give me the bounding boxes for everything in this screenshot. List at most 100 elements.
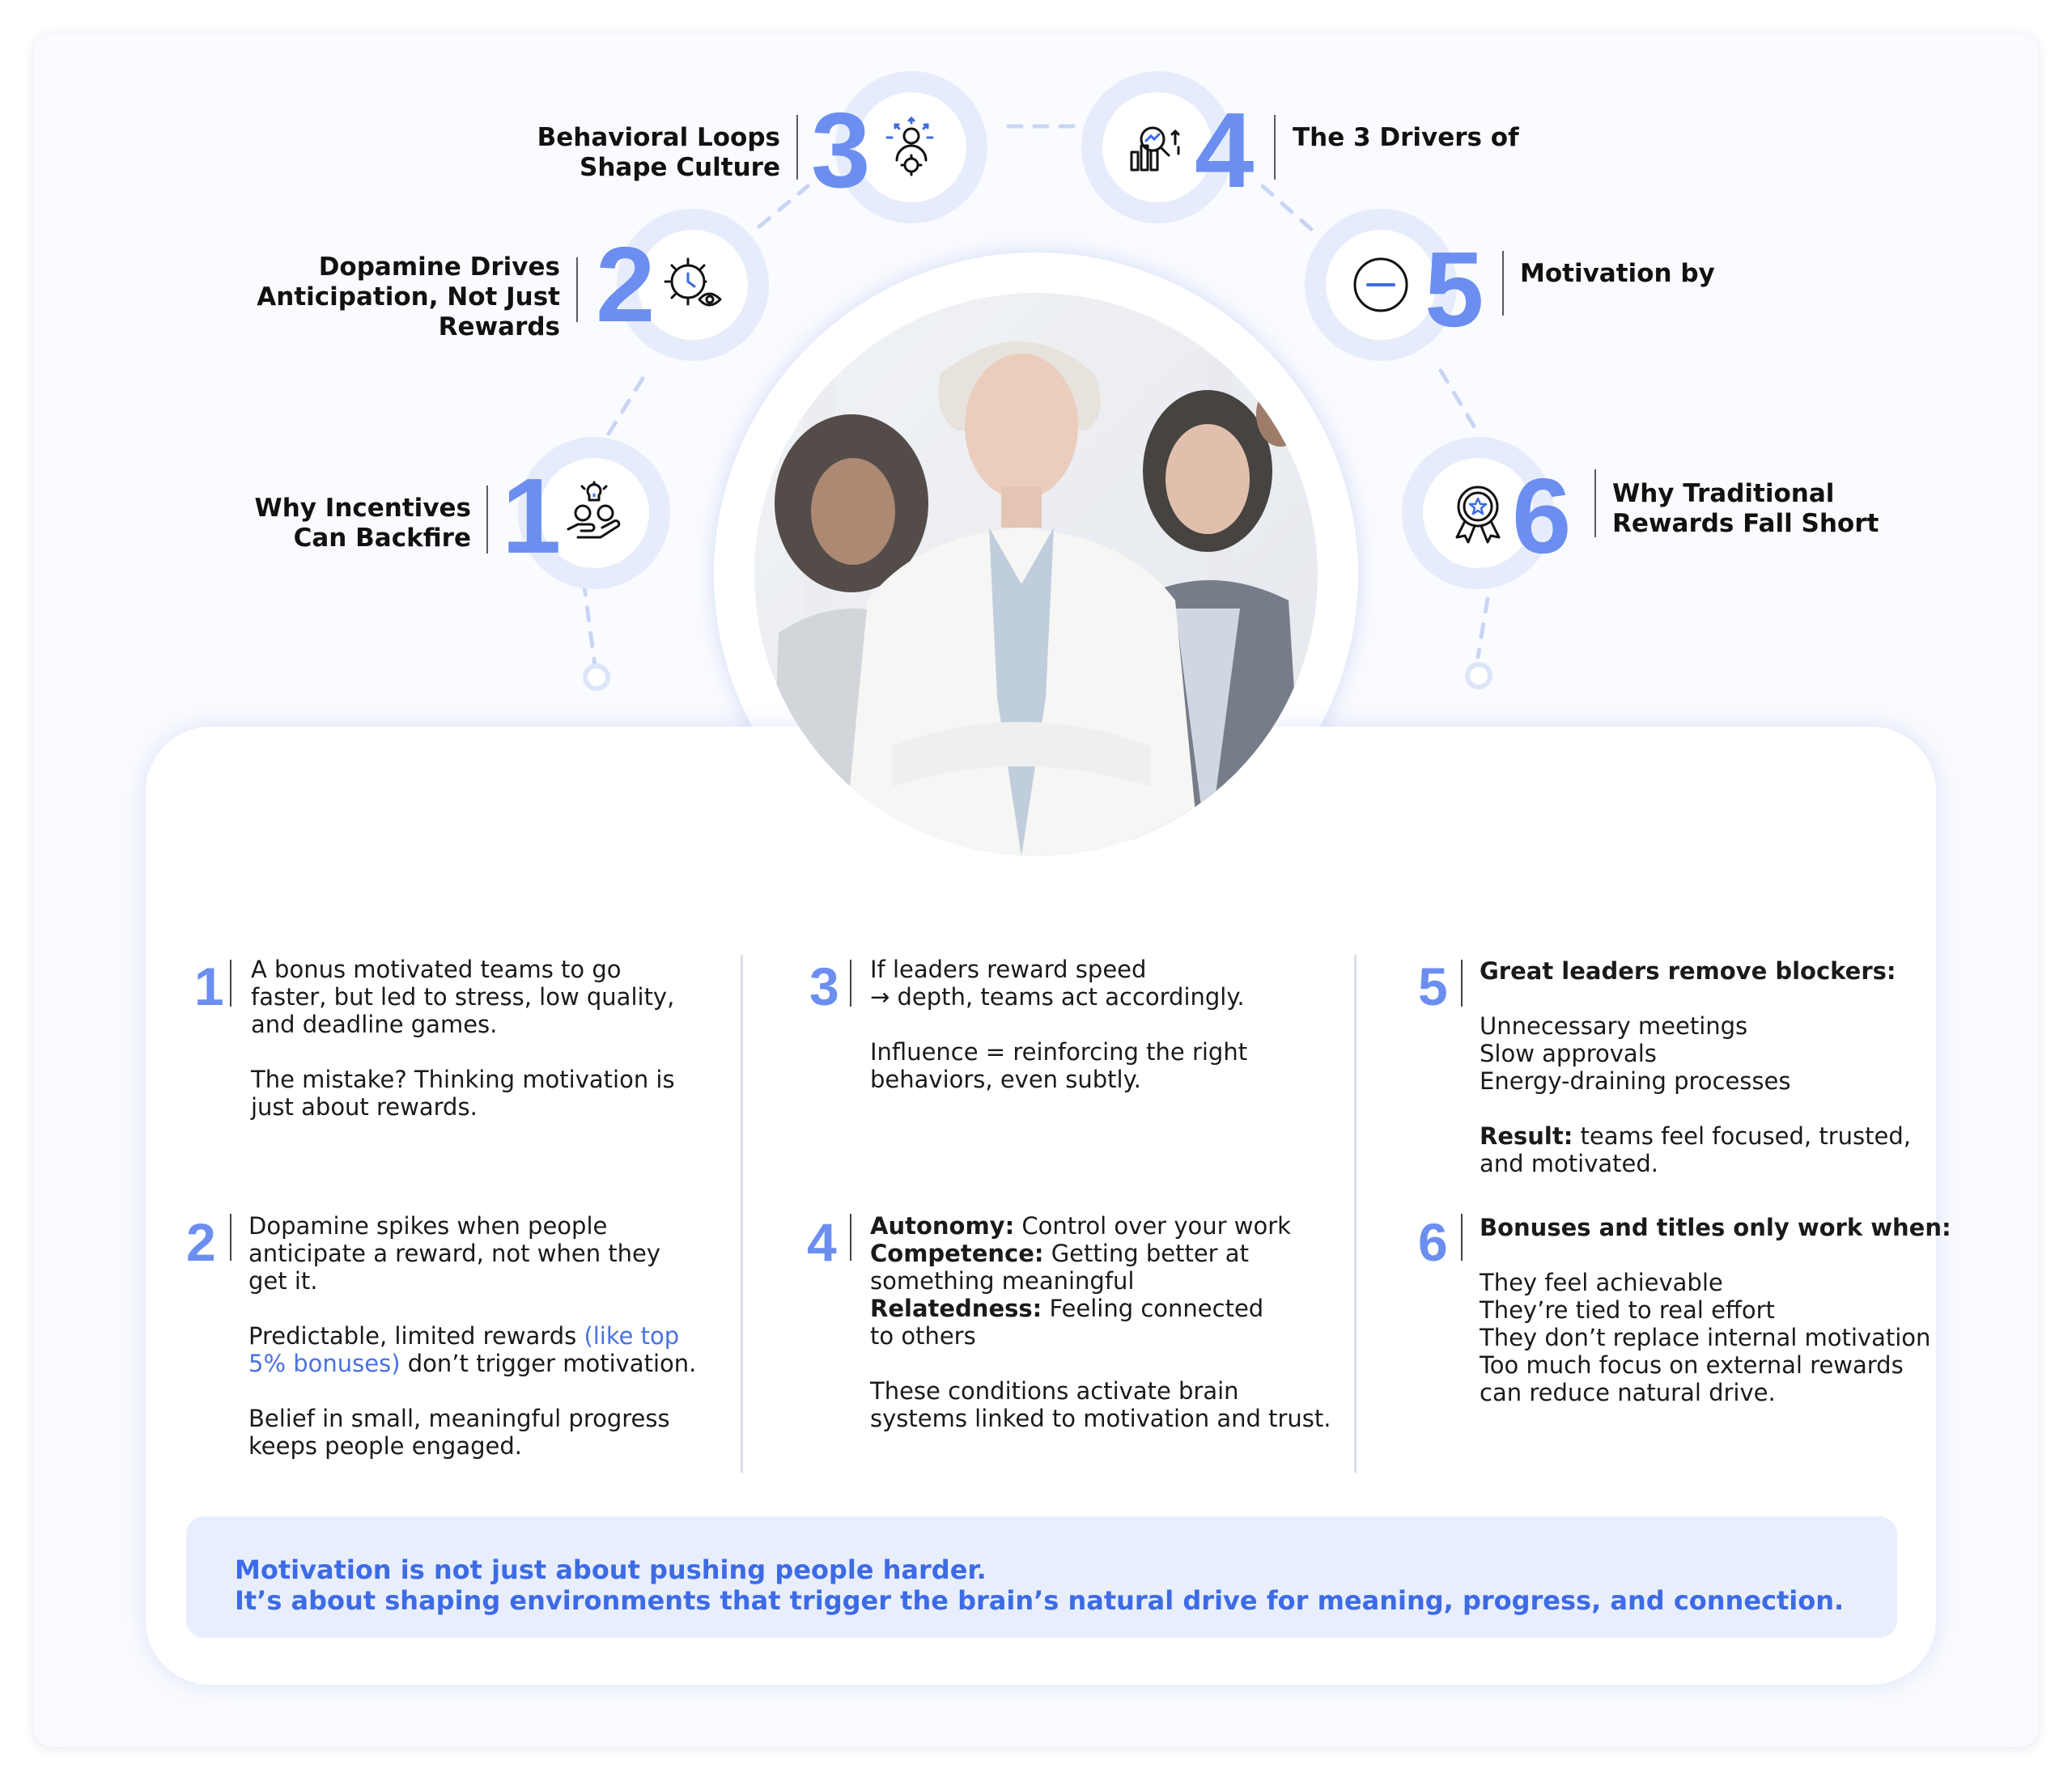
node-label-line: Behavioral Loops	[537, 123, 780, 152]
item-4-divider	[850, 1214, 851, 1261]
item-line: Bonuses and titles only work when:	[1480, 1214, 1951, 1241]
item-segment: They don’t replace internal motivation	[1480, 1324, 1931, 1351]
item-line: systems linked to motivation and trust.	[870, 1405, 1331, 1432]
item-segment: If leaders reward speed	[870, 956, 1147, 983]
node-3-inner	[856, 92, 966, 202]
connector-line	[1260, 184, 1315, 233]
column-divider	[1354, 955, 1357, 1473]
item-line: A bonus motivated teams to go	[251, 956, 675, 983]
item-segment: Dopamine spikes when people	[248, 1212, 608, 1240]
item-segment: and deadline games.	[251, 1011, 498, 1038]
item-segment: just about rewards.	[251, 1093, 478, 1121]
connector-line	[1475, 596, 1490, 659]
node-4-divider	[1274, 115, 1276, 180]
connector-line	[606, 368, 650, 436]
item-segment: anticipate a reward, not when they	[248, 1240, 661, 1267]
footer-line-1: Motivation is not just about pushing peo…	[235, 1554, 987, 1585]
node-6	[1402, 437, 1554, 589]
item-bold-text: Autonomy:	[870, 1212, 1015, 1240]
node-6-divider	[1594, 469, 1596, 537]
item-5-number: 5	[1418, 956, 1448, 1016]
node-label-line: Dopamine Drives	[318, 252, 560, 282]
item-line: faster, but led to stress, low quality,	[251, 983, 675, 1011]
item-line: Energy-draining processes	[1480, 1067, 1911, 1095]
gear-clock-eye-icon	[664, 257, 722, 307]
item-line: The mistake? Thinking motivation is	[251, 1066, 675, 1093]
item-line: Dopamine spikes when people	[248, 1212, 696, 1240]
node-label-line: Shape Culture	[580, 153, 780, 182]
item-segment: Influence = reinforcing the right	[870, 1038, 1248, 1066]
item-highlight-text: 5% bonuses)	[248, 1350, 401, 1377]
item-segment: They’re tied to real effort	[1480, 1296, 1775, 1324]
node-6-label: Why Traditional Rewards Fall Short	[1612, 479, 1879, 539]
item-line: Great leaders remove blockers:	[1480, 957, 1911, 985]
chart-magnifier-icon	[1130, 126, 1180, 172]
item-1-divider	[230, 960, 231, 1007]
node-5	[1305, 209, 1457, 361]
item-paragraph: If leaders reward speed→ depth, teams ac…	[870, 956, 1247, 1011]
item-segment: to others	[870, 1322, 976, 1350]
item-line: → depth, teams act accordingly.	[870, 983, 1247, 1011]
connector-line	[1438, 368, 1480, 435]
node-4-inner	[1102, 92, 1212, 202]
node-label-line: Motivation by	[1520, 259, 1715, 288]
item-line: can reduce natural drive.	[1480, 1379, 1951, 1406]
item-segment: Control over your work	[1014, 1212, 1291, 1240]
item-line: Influence = reinforcing the right	[870, 1038, 1247, 1066]
footer-callout	[186, 1516, 1897, 1638]
item-bold-text: Competence:	[870, 1240, 1044, 1267]
item-segment: Belief in small, meaningful progress	[248, 1405, 670, 1432]
item-line: Slow approvals	[1480, 1040, 1911, 1067]
node-label-line: Why Traditional	[1612, 479, 1835, 508]
item-line: behaviors, even subtly.	[870, 1066, 1247, 1093]
node-3-number: 3	[811, 91, 871, 210]
item-line: and deadline games.	[251, 1011, 675, 1038]
node-2-inner	[638, 230, 748, 340]
item-2-divider	[230, 1214, 231, 1261]
node-3	[835, 71, 987, 223]
portrait-illustration	[754, 293, 1318, 856]
node-5-label: Motivation by	[1520, 259, 1715, 289]
item-3-divider	[850, 960, 851, 1007]
item-bold-text: Great leaders remove blockers:	[1480, 957, 1896, 985]
node-3-divider	[796, 115, 798, 180]
item-bold-text: Result:	[1480, 1122, 1573, 1150]
node-3-label: Behavioral Loops Shape Culture	[537, 123, 780, 183]
node-label-line: Anticipation, Not Just	[257, 282, 560, 312]
item-line: Result: teams feel focused, trusted,	[1480, 1122, 1911, 1150]
item-line: something meaningful	[870, 1267, 1331, 1295]
node-4-number: 4	[1195, 91, 1255, 210]
item-6-text: Bonuses and titles only work when: They f…	[1480, 1214, 1951, 1406]
node-2	[617, 209, 769, 361]
item-segment: teams feel focused, trusted,	[1573, 1122, 1911, 1150]
connector-line	[582, 584, 598, 674]
node-1-number: 1	[502, 456, 562, 575]
item-segment: The mistake? Thinking motivation is	[251, 1066, 675, 1093]
item-2-number: 2	[186, 1212, 216, 1272]
node-1	[518, 437, 670, 589]
item-segment: can reduce natural drive.	[1480, 1379, 1776, 1406]
node-1-label: Why Incentives Can Backfire	[255, 494, 471, 553]
item-5-text: Great leaders remove blockers: Unnecessar…	[1480, 957, 1911, 1177]
node-1-inner	[539, 458, 649, 568]
item-segment: Getting better at	[1043, 1240, 1249, 1267]
node-label-line: Why Incentives	[254, 494, 471, 523]
item-segment: systems linked to motivation and trust.	[870, 1405, 1331, 1432]
item-segment: They feel achievable	[1480, 1269, 1723, 1296]
item-line: They don’t replace internal motivation	[1480, 1324, 1951, 1351]
footer-text: Motivation is not just about pushing peo…	[235, 1554, 1844, 1616]
item-bold-text: Bonuses and titles only work when:	[1480, 1214, 1951, 1241]
item-segment: Predictable, limited rewards	[248, 1322, 584, 1350]
column-divider	[741, 955, 743, 1473]
node-label-line: The 3 Drivers of	[1293, 123, 1519, 152]
award-ribbon-star-icon	[1455, 486, 1501, 544]
